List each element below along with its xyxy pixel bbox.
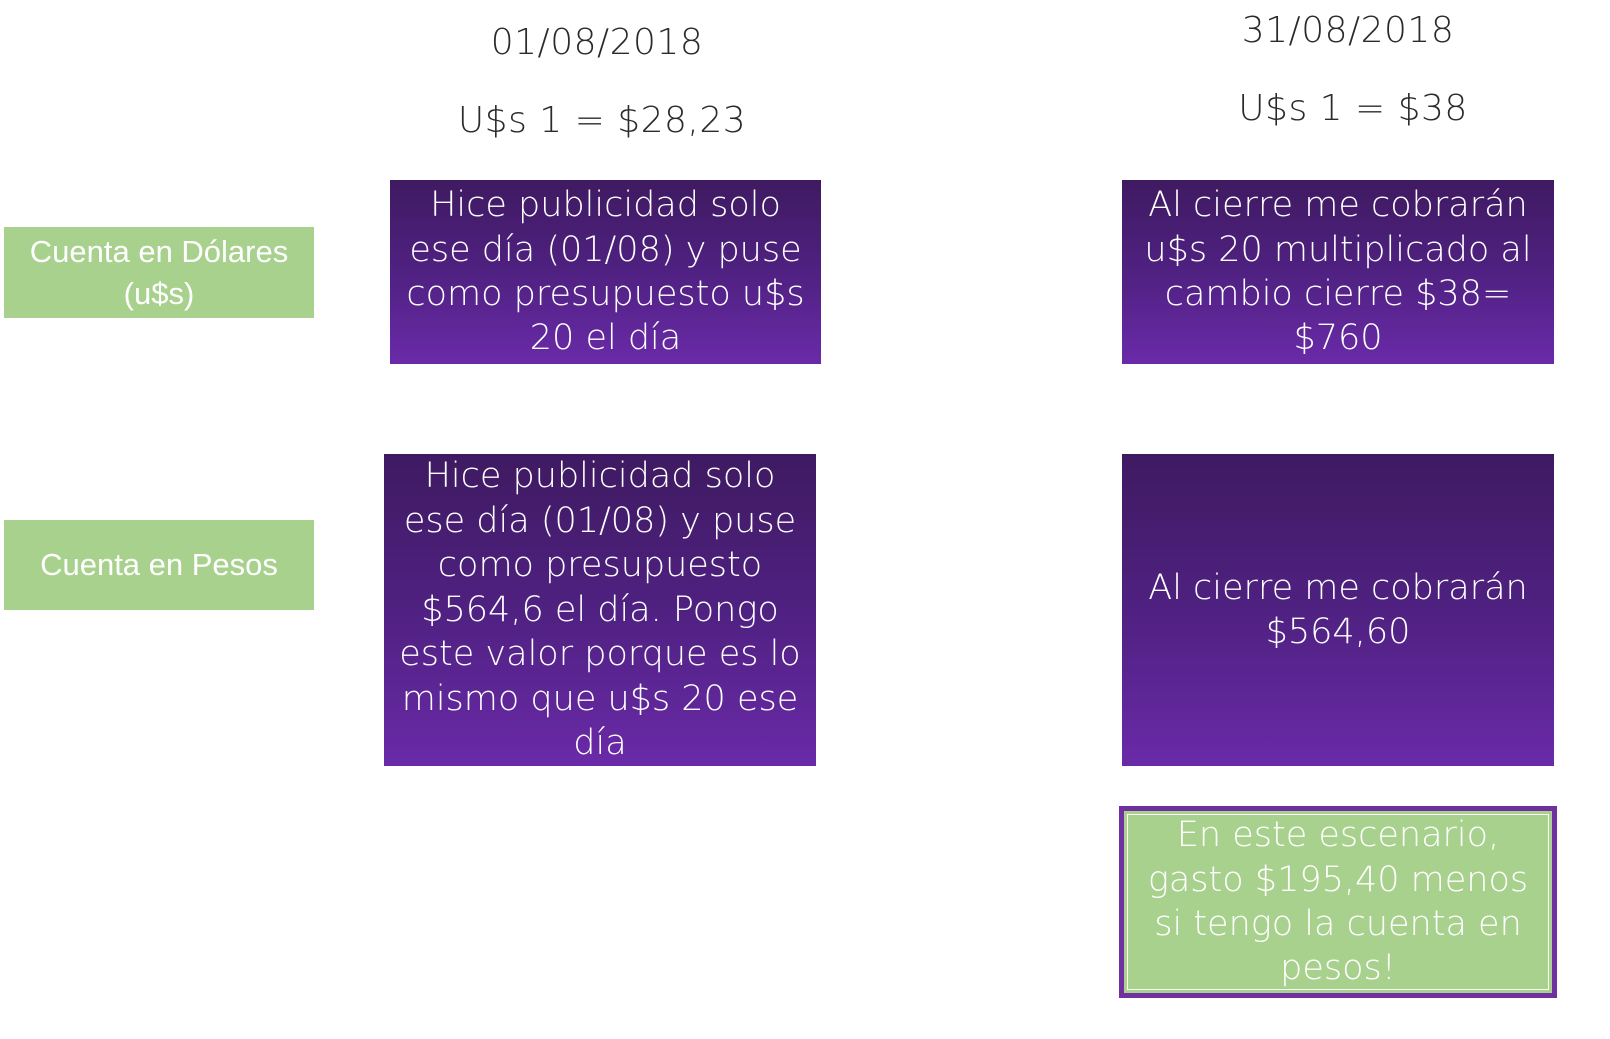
- dollar-account-label-text: Cuenta en Dólares (u$s): [29, 233, 289, 311]
- conclusion-box: En este escenario, gasto $195,40 menos s…: [1119, 806, 1557, 998]
- dollar-end-box: Al cierre me cobrarán u$s 20 multiplicad…: [1122, 180, 1554, 364]
- peso-account-label-text: Cuenta en Pesos: [40, 547, 278, 583]
- dollar-start-box: Hice publicidad solo ese día (01/08) y p…: [390, 180, 821, 364]
- dollar-account-label: Cuenta en Dólares (u$s): [4, 227, 314, 318]
- end-date-header: 31/08/2018: [1241, 10, 1455, 51]
- end-exchange-rate: U$s 1 = $38: [1238, 88, 1468, 129]
- dollar-start-text: Hice publicidad solo ese día (01/08) y p…: [406, 185, 805, 359]
- peso-account-label: Cuenta en Pesos: [4, 520, 314, 610]
- peso-end-text: Al cierre me cobrarán $564,60: [1148, 567, 1528, 652]
- dollar-end-text: Al cierre me cobrarán u$s 20 multiplicad…: [1144, 185, 1532, 359]
- peso-end-box: Al cierre me cobrarán $564,60: [1122, 454, 1554, 766]
- start-exchange-rate: U$s 1 = $28,23: [457, 100, 747, 141]
- start-date-header: 01/08/2018: [490, 22, 704, 63]
- peso-start-box: Hice publicidad solo ese día (01/08) y p…: [384, 454, 816, 766]
- conclusion-text: En este escenario, gasto $195,40 menos s…: [1147, 815, 1529, 989]
- peso-start-text: Hice publicidad solo ese día (01/08) y p…: [399, 456, 801, 764]
